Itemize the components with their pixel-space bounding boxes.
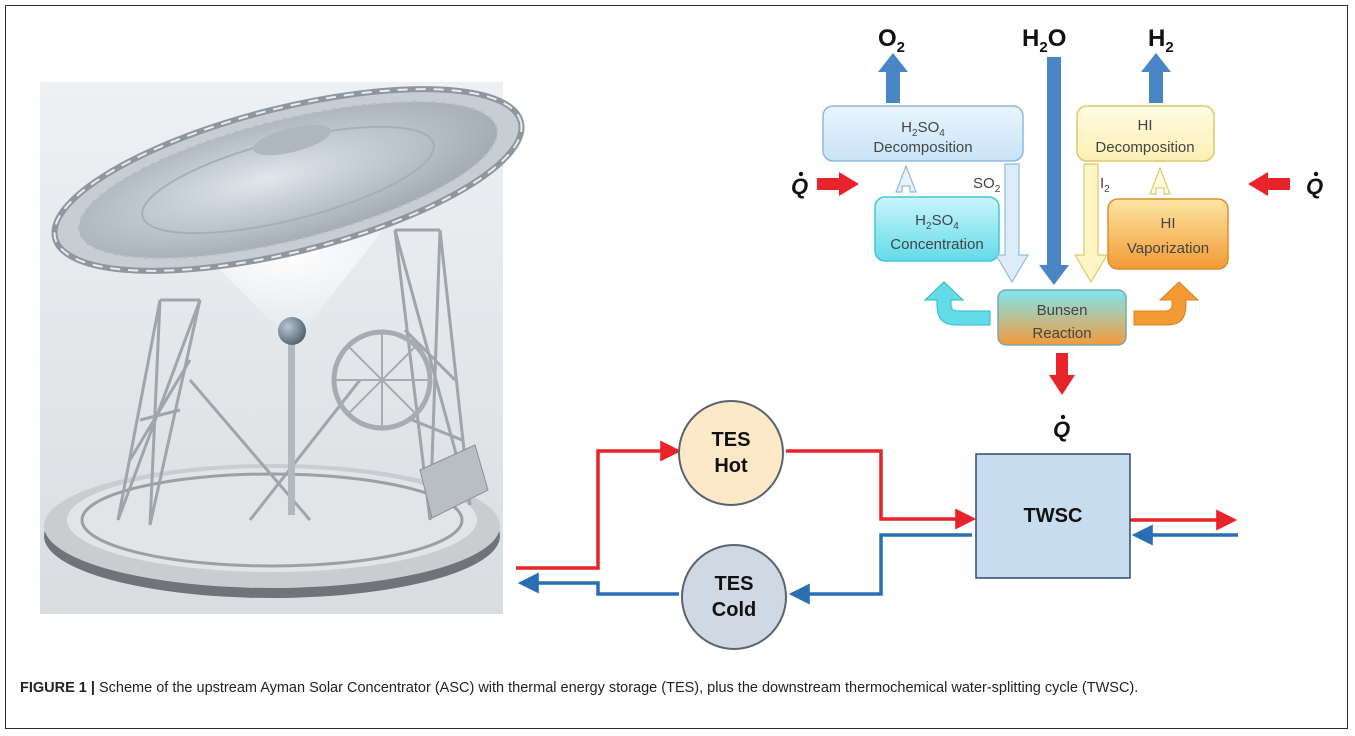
hot-line-to-tes-hot: [516, 440, 682, 570]
cold-line-to-concentrator: [517, 572, 679, 596]
heat-symbol-right: Q: [1306, 174, 1323, 199]
hi-decomposition-box: HI Decomposition: [1076, 105, 1215, 162]
o2-up-arrow: [878, 53, 908, 103]
bunsen-to-hi-arrow: [1133, 281, 1200, 326]
twsc-label: TWSC: [1024, 505, 1083, 527]
concentration-to-decomposition-arrow: [895, 164, 917, 193]
h2-product-label: H2: [1148, 25, 1174, 56]
heat-input-right: Q: [1248, 171, 1323, 199]
tes-hot-tank: TES Hot: [678, 400, 784, 506]
vaporization-to-decomposition-arrow: [1149, 166, 1171, 195]
i2-label: I2: [1100, 175, 1110, 195]
bunsen-reaction-box: Bunsen Reaction: [997, 289, 1127, 346]
h2so4-decomposition-text: Decomposition: [873, 139, 972, 156]
hi-decomposition-title: HI: [1138, 117, 1153, 134]
heat-symbol-left: Q: [791, 174, 808, 199]
tes-hot-label-1: TES: [712, 429, 751, 451]
h2-up-arrow: [1141, 53, 1171, 103]
h2o-input-label: H2O: [1022, 25, 1066, 56]
tes-cold-label-1: TES: [715, 573, 754, 595]
figure-frame: [5, 5, 1348, 729]
tes-hot-label-2: Hot: [714, 455, 748, 477]
svg-text:H2O: H2O: [1022, 25, 1066, 56]
hi-vaporization-title: HI: [1161, 215, 1176, 232]
svg-text:H2: H2: [1148, 25, 1174, 56]
twsc-box: TWSC: [975, 453, 1131, 579]
bunsen-title: Bunsen: [1037, 302, 1088, 319]
cold-line-to-tes-cold: [788, 533, 972, 605]
svg-text:O2: O2: [878, 25, 905, 56]
hi-vaporization-box: HI Vaporization: [1107, 198, 1229, 270]
h2so4-concentration-box: H2SO4 Concentration: [874, 196, 1000, 262]
tes-cold-tank: TES Cold: [681, 544, 787, 650]
caption-label: FIGURE 1 |: [20, 680, 95, 696]
h2so4-concentration-text: Concentration: [890, 236, 983, 253]
heat-output-bunsen: Q: [1049, 353, 1075, 442]
figure-caption: FIGURE 1 | Scheme of the upstream Ayman …: [20, 676, 1330, 700]
h2o-down-arrow: [1039, 57, 1069, 285]
so2-down-arrow: [994, 163, 1030, 284]
so2-label: SO2: [973, 175, 1001, 195]
hi-decomposition-text: Decomposition: [1095, 139, 1194, 156]
svg-text:SO2: SO2: [973, 175, 1001, 195]
heat-input-left: Q: [791, 171, 859, 199]
hi-vaporization-text: Vaporization: [1127, 240, 1209, 257]
hot-line-to-twsc: [786, 449, 977, 530]
heat-symbol-bottom: Q: [1053, 417, 1070, 442]
o2-product-label: O2: [878, 25, 905, 56]
h2so4-decomposition-box: H2SO4 Decomposition: [822, 105, 1024, 162]
caption-text: Scheme of the upstream Ayman Solar Conce…: [94, 680, 1139, 696]
i2-down-arrow: [1073, 163, 1109, 284]
tes-cold-label-2: Cold: [712, 599, 756, 621]
bunsen-text: Reaction: [1032, 325, 1091, 342]
svg-text:I2: I2: [1100, 175, 1110, 195]
solar-concentrator-illustration: [40, 82, 525, 614]
bunsen-to-h2so4-arrow: [923, 281, 991, 326]
